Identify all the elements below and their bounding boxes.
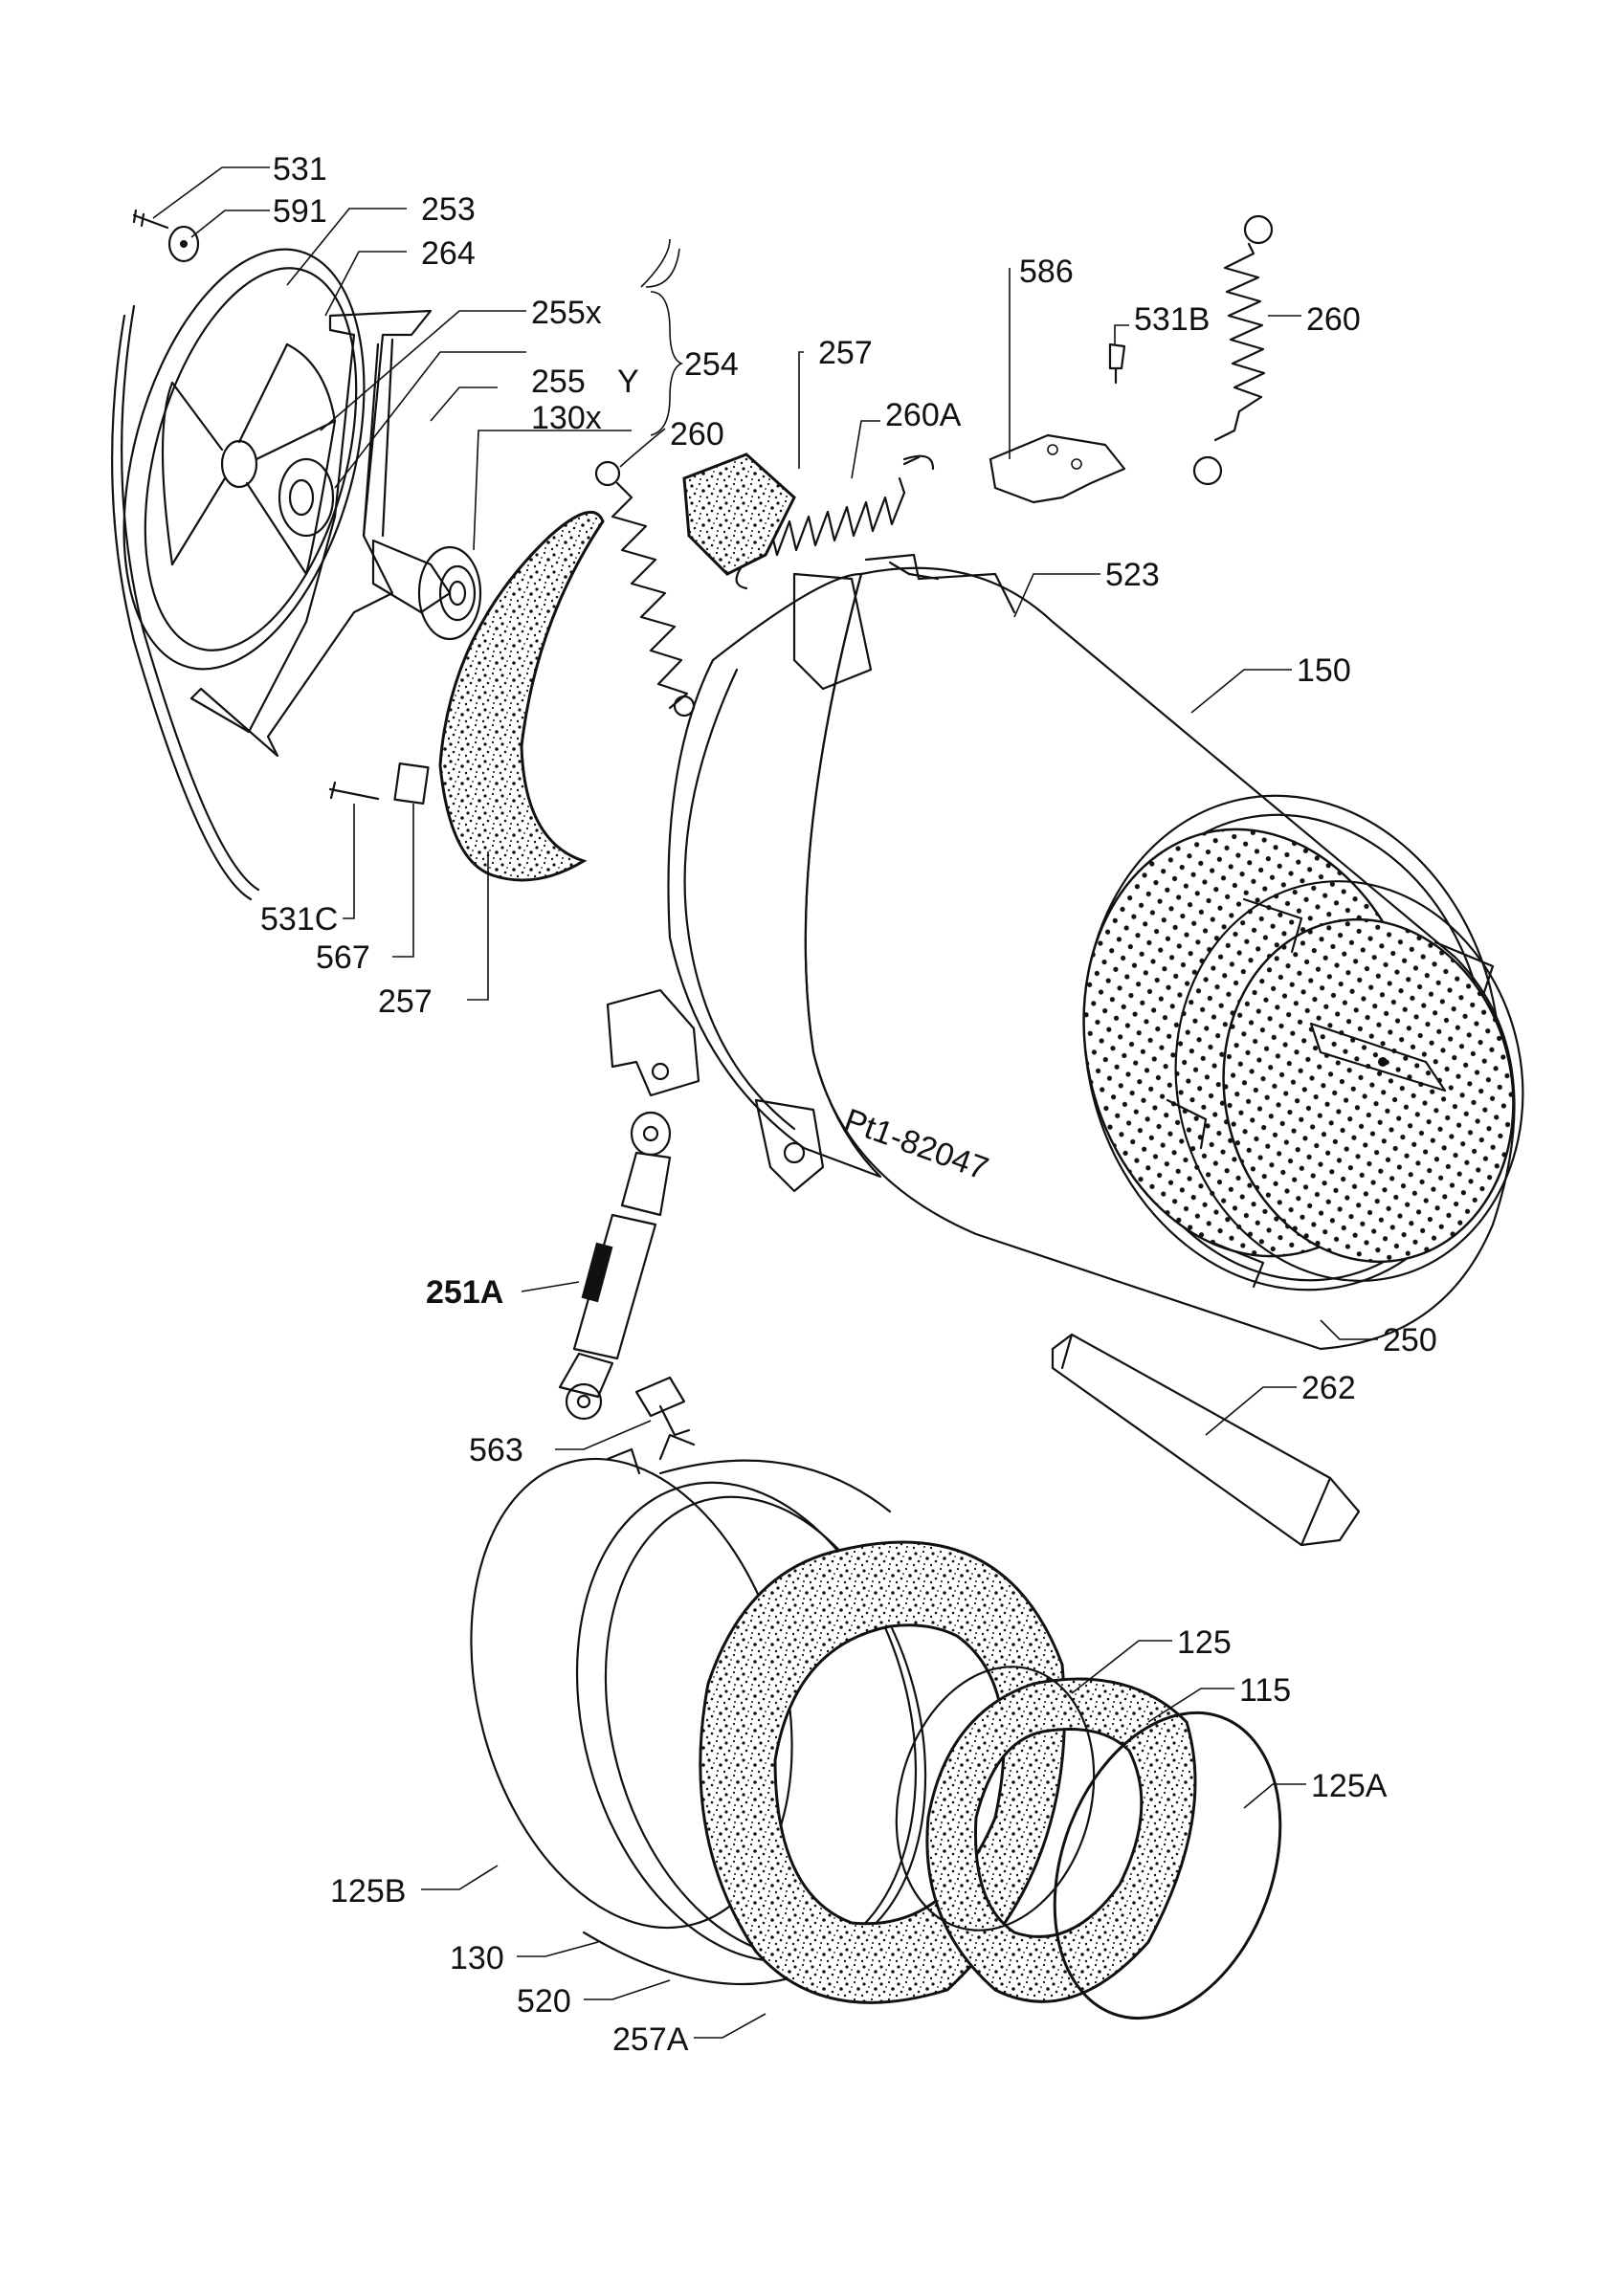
bolt-563 bbox=[634, 1376, 691, 1437]
label-255x: 255x bbox=[531, 295, 602, 331]
label-130x: 130x bbox=[531, 400, 602, 436]
label-262: 262 bbox=[1301, 1370, 1356, 1406]
counterweight-small bbox=[682, 453, 796, 576]
washer-591 bbox=[167, 225, 200, 263]
label-531: 531 bbox=[273, 151, 327, 188]
label-260-left: 260 bbox=[670, 416, 724, 453]
label-130: 130 bbox=[450, 1940, 504, 1976]
bracket-586 bbox=[989, 433, 1126, 504]
label-257-left: 257 bbox=[378, 983, 433, 1020]
label-567: 567 bbox=[316, 939, 370, 976]
label-255: 255 bbox=[531, 364, 586, 400]
label-257-top: 257 bbox=[818, 335, 873, 371]
wire-ring-125a bbox=[1053, 1711, 1282, 2020]
label-531B: 531B bbox=[1134, 301, 1210, 338]
label-586: 586 bbox=[1019, 254, 1074, 290]
label-250: 250 bbox=[1383, 1322, 1437, 1358]
pulley-wheel bbox=[122, 248, 366, 671]
inner-drum bbox=[1082, 828, 1524, 1289]
counterweight-upper bbox=[438, 511, 605, 882]
label-523: 523 bbox=[1105, 557, 1160, 593]
screw-531c bbox=[328, 781, 380, 801]
seal-ring-125 bbox=[895, 1666, 1096, 1932]
label-591: 591 bbox=[273, 193, 327, 230]
label-260A: 260A bbox=[885, 397, 962, 433]
label-260-right: 260 bbox=[1306, 301, 1361, 338]
label-520: 520 bbox=[517, 1983, 571, 2020]
spring-260-left bbox=[594, 460, 696, 718]
label-257A: 257A bbox=[612, 2021, 689, 2058]
label-150: 150 bbox=[1297, 652, 1351, 689]
plate-567 bbox=[393, 762, 430, 806]
shaft-bearing bbox=[371, 539, 482, 641]
drum-marking-text: Pt1-82047 bbox=[839, 1102, 992, 1187]
shock-absorber bbox=[558, 1111, 672, 1421]
label-253: 253 bbox=[421, 191, 476, 228]
label-125B: 125B bbox=[330, 1873, 406, 1910]
drive-belt bbox=[111, 304, 260, 901]
label-251A: 251A bbox=[426, 1274, 503, 1311]
label-125A: 125A bbox=[1311, 1768, 1388, 1804]
screw-531b bbox=[1108, 342, 1126, 385]
label-125: 125 bbox=[1177, 1624, 1232, 1661]
label-531C: 531C bbox=[260, 901, 338, 938]
label-264: 264 bbox=[421, 235, 476, 272]
label-255-y: Y bbox=[617, 364, 639, 400]
screw-531 bbox=[132, 209, 169, 230]
drum-spider bbox=[189, 309, 433, 758]
label-115: 115 bbox=[1239, 1672, 1291, 1709]
bracket-254 bbox=[650, 291, 684, 436]
leader-lines bbox=[152, 166, 1378, 2039]
label-254: 254 bbox=[684, 346, 739, 383]
spring-260-right bbox=[1192, 214, 1274, 486]
weight-bar-262 bbox=[1051, 1333, 1361, 1547]
label-563: 563 bbox=[469, 1432, 523, 1468]
